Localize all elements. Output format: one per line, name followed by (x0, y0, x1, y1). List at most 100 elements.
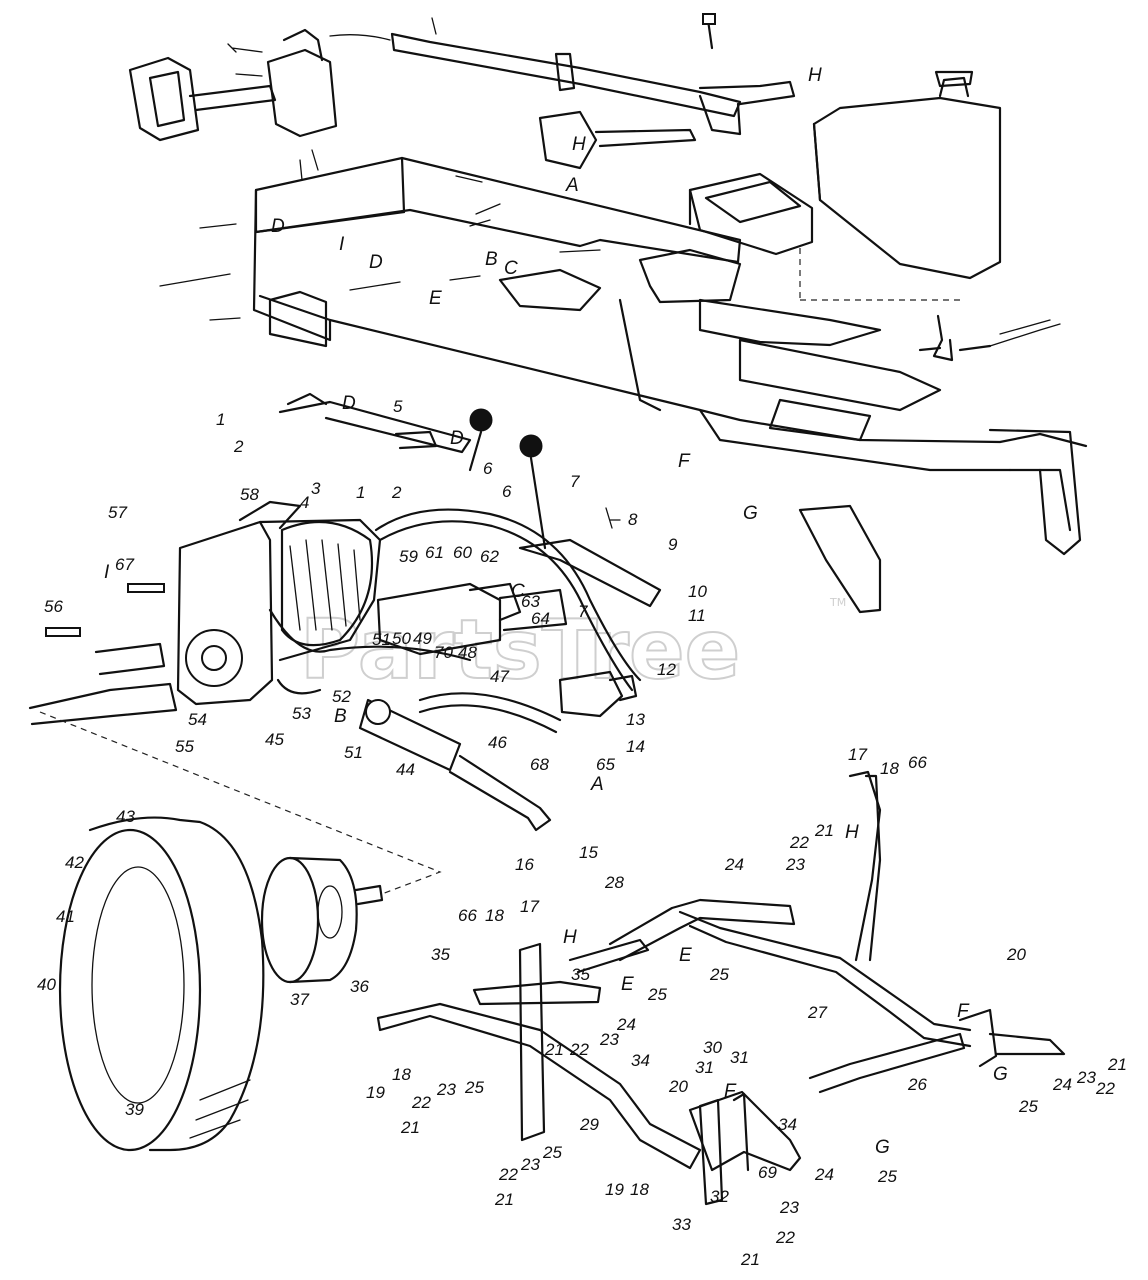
callout-label: 25 (709, 965, 729, 984)
callout-label: 2 (391, 483, 402, 502)
axle-to-hub-guide (39, 711, 442, 895)
callout-label: 18 (392, 1065, 411, 1084)
callout-label: 30 (703, 1038, 722, 1057)
callout-label: E (621, 974, 634, 995)
callout-label: 58 (240, 485, 259, 504)
callout-label: 22 (498, 1165, 518, 1184)
callout-label: 50 (392, 629, 411, 648)
front-axle-support (128, 28, 391, 142)
callout-label: 54 (188, 710, 207, 729)
callout-label: 19 (366, 1083, 385, 1102)
callout-label: 25 (1018, 1097, 1038, 1116)
callout-label: 33 (672, 1215, 691, 1234)
callout-label: 20 (1006, 945, 1026, 964)
callout-label: 49 (413, 629, 432, 648)
callout-label: 17 (848, 745, 867, 764)
callout-label: 7 (578, 602, 588, 621)
callout-label: 21 (1107, 1055, 1127, 1074)
callout-label: 68 (530, 755, 549, 774)
fuel-tank-bracket (688, 172, 814, 256)
callout-label: 26 (907, 1075, 927, 1094)
callout-label: 35 (431, 945, 450, 964)
fuel-tank (812, 70, 1002, 280)
callout-label: 66 (908, 753, 927, 772)
main-frame (159, 149, 1088, 614)
callout-label: 43 (116, 807, 135, 826)
callout-label: 23 (1076, 1068, 1096, 1087)
callout-label: H (845, 822, 859, 843)
callout-label: 3 (311, 479, 321, 498)
callout-label: 28 (604, 873, 624, 892)
callout-label: H (572, 134, 586, 155)
lift-linkage (376, 770, 1066, 1206)
callout-label: 23 (520, 1155, 540, 1174)
control-valve (558, 670, 638, 718)
callout-label: 51 (372, 630, 391, 649)
axle-shaft (28, 583, 178, 726)
callout-label: 1 (216, 410, 225, 429)
callout-label: 35 (571, 965, 590, 984)
callout-label: 21 (814, 821, 834, 840)
callout-label: B (485, 249, 498, 270)
callout-label: 34 (631, 1051, 650, 1070)
callout-label: 2 (233, 437, 244, 456)
callout-label: H (808, 65, 822, 86)
callout-label: 62 (480, 547, 499, 566)
callout-label: 25 (877, 1167, 897, 1186)
callout-label: 25 (542, 1143, 562, 1162)
callout-label: 22 (1095, 1079, 1115, 1098)
callout-label: I (104, 562, 110, 583)
callout-label: I (339, 234, 345, 255)
callout-label: 25 (647, 985, 667, 1004)
callout-label: 23 (599, 1030, 619, 1049)
callout-label: 47 (490, 667, 509, 686)
callout-label: H (563, 927, 577, 948)
callout-label: 48 (458, 643, 477, 662)
rear-tire (58, 816, 265, 1152)
callout-label: 21 (740, 1250, 760, 1269)
shift-knob-right (519, 434, 543, 458)
callout-label: B (334, 706, 347, 727)
callout-label: 29 (579, 1115, 599, 1134)
callout-label: 6 (502, 482, 512, 501)
callout-label: 36 (350, 977, 369, 996)
callout-label: 69 (758, 1163, 777, 1182)
callout-label: 11 (688, 606, 706, 625)
watermark-trademark: TM (829, 596, 846, 609)
hydro-pump (376, 582, 568, 656)
callout-label: 18 (485, 906, 504, 925)
callout-label: 53 (292, 704, 311, 723)
callout-label: 18 (630, 1180, 649, 1199)
callout-label: 31 (730, 1048, 749, 1067)
fuel-valve-line (918, 314, 1061, 362)
hydraulic-cylinder (358, 698, 552, 832)
callout-label: 14 (626, 737, 645, 756)
callout-label: 23 (436, 1080, 456, 1099)
callout-label: 9 (668, 535, 678, 554)
callout-label: 45 (265, 730, 284, 749)
callout-label: 60 (453, 543, 472, 562)
callout-label: 7 (570, 472, 580, 491)
callout-label: 67 (115, 555, 134, 574)
steering-bar-top (390, 13, 796, 170)
callout-label: 15 (579, 843, 598, 862)
shift-knob-left (469, 408, 493, 432)
callout-label: 66 (458, 906, 477, 925)
callout-label: 21 (494, 1190, 514, 1209)
callout-label: 24 (1052, 1075, 1072, 1094)
frame-guide-line (799, 248, 960, 301)
callout-label: 12 (657, 660, 676, 679)
callout-label: 61 (425, 543, 444, 562)
callout-label: 10 (688, 582, 707, 601)
callout-label: D (342, 393, 356, 414)
callout-label: 23 (785, 855, 805, 874)
callout-label: G (993, 1064, 1008, 1085)
callout-label: 17 (520, 897, 539, 916)
callout-label: 23 (779, 1198, 799, 1217)
callout-label: 18 (880, 759, 899, 778)
callout-label: 46 (488, 733, 507, 752)
callout-label: F (724, 1081, 737, 1102)
callout-label: E (679, 945, 692, 966)
